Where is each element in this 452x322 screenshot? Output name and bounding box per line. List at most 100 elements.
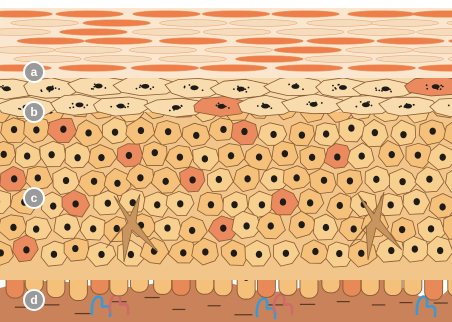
keratohyalin-granule bbox=[233, 88, 235, 90]
keratohyalin-granule bbox=[257, 105, 259, 107]
layer-label-text: c bbox=[31, 191, 38, 205]
cell-nucleus bbox=[98, 251, 104, 258]
corneum-scale bbox=[132, 29, 200, 36]
cell-nucleus bbox=[202, 248, 208, 255]
keratohyalin-granule bbox=[72, 103, 74, 105]
cell-nucleus bbox=[414, 198, 420, 205]
granular-nucleus bbox=[291, 84, 299, 89]
keratohyalin-granule bbox=[152, 86, 154, 88]
keratohyalin-granule bbox=[124, 106, 126, 108]
granular-nucleus bbox=[310, 102, 318, 107]
granular-nucleus bbox=[172, 105, 180, 110]
cell-nucleus bbox=[165, 128, 171, 135]
cell-nucleus bbox=[350, 225, 356, 232]
keratohyalin-granule bbox=[426, 84, 428, 86]
cell-nucleus bbox=[399, 226, 405, 233]
granular-cell-layer bbox=[0, 76, 452, 117]
cell-nucleus bbox=[33, 126, 39, 133]
granular-nucleus bbox=[432, 84, 440, 89]
corneum-scale bbox=[205, 47, 273, 54]
corneum-scale bbox=[0, 47, 55, 54]
keratohyalin-granule bbox=[332, 89, 334, 91]
keratohyalin-granule bbox=[334, 87, 336, 89]
cell-nucleus bbox=[299, 132, 305, 139]
keratohyalin-granule bbox=[55, 87, 57, 89]
cell-nucleus bbox=[348, 125, 354, 132]
keratohyalin-granule bbox=[104, 87, 106, 89]
keratohyalin-granule bbox=[332, 85, 334, 87]
keratohyalin-granule bbox=[371, 105, 373, 107]
cell-nucleus bbox=[256, 154, 262, 161]
layer-label-b: b bbox=[24, 102, 44, 122]
cell-nucleus bbox=[389, 151, 395, 158]
corneum-scale bbox=[376, 38, 444, 45]
cell-nucleus bbox=[220, 126, 226, 133]
cell-nucleus bbox=[208, 201, 214, 208]
corneum-scale bbox=[376, 56, 444, 63]
layer-label-d: d bbox=[24, 290, 44, 310]
cell-nucleus bbox=[358, 250, 364, 257]
cell-nucleus bbox=[220, 225, 226, 232]
cell-nucleus bbox=[50, 203, 56, 210]
cell-nucleus bbox=[177, 154, 183, 161]
corneum-scale bbox=[229, 20, 297, 27]
cell-nucleus bbox=[312, 248, 318, 255]
keratohyalin-granule bbox=[140, 84, 142, 86]
cell-nucleus bbox=[282, 150, 288, 157]
cell-nucleus bbox=[323, 224, 329, 231]
cell-nucleus bbox=[48, 151, 54, 158]
cell-nucleus bbox=[90, 225, 96, 232]
corneum-scale bbox=[0, 11, 53, 18]
granular-nucleus bbox=[190, 85, 198, 90]
cell-nucleus bbox=[334, 153, 340, 160]
corneum-scale bbox=[17, 38, 85, 45]
cell-nucleus bbox=[241, 128, 247, 135]
keratohyalin-granule bbox=[248, 87, 250, 89]
corneum-scale bbox=[58, 65, 126, 72]
corneum-scale bbox=[83, 20, 151, 27]
granular-nucleus bbox=[95, 84, 103, 89]
corneum-scale bbox=[348, 65, 416, 72]
corneum-scale bbox=[305, 56, 373, 63]
cell-nucleus bbox=[74, 154, 80, 161]
keratohyalin-granule bbox=[83, 107, 85, 109]
cell-nucleus bbox=[1, 151, 7, 158]
cell-nucleus bbox=[35, 174, 41, 181]
cell-nucleus bbox=[126, 152, 132, 159]
keratohyalin-granule bbox=[245, 91, 247, 93]
keratohyalin-granule bbox=[139, 86, 141, 88]
cell-nucleus bbox=[114, 180, 120, 187]
cell-nucleus bbox=[430, 128, 436, 135]
granular-nucleus bbox=[141, 84, 149, 89]
keratohyalin-granule bbox=[58, 88, 60, 90]
keratohyalin-granule bbox=[400, 105, 402, 107]
keratohyalin-granule bbox=[375, 87, 377, 89]
cell-nucleus bbox=[307, 199, 313, 206]
cell-nucleus bbox=[91, 178, 97, 185]
cell-nucleus bbox=[259, 201, 265, 208]
cell-nucleus bbox=[189, 176, 195, 183]
corneum-scale bbox=[84, 38, 152, 45]
cell-nucleus bbox=[24, 152, 30, 159]
corneum-scale bbox=[347, 11, 415, 18]
keratohyalin-granule bbox=[72, 106, 74, 108]
keratohyalin-granule bbox=[184, 85, 186, 87]
keratohyalin-granule bbox=[368, 101, 370, 103]
keratohyalin-granule bbox=[136, 88, 138, 90]
layer-label-c: c bbox=[24, 188, 44, 208]
layer-label-text: b bbox=[30, 105, 37, 119]
cell-nucleus bbox=[347, 177, 353, 184]
cell-nucleus bbox=[415, 152, 421, 159]
keratohyalin-granule bbox=[202, 89, 204, 91]
cell-nucleus bbox=[373, 176, 379, 183]
corneum-scale bbox=[347, 29, 415, 36]
cell-nucleus bbox=[11, 126, 17, 133]
cell-nucleus bbox=[271, 175, 277, 182]
keratohyalin-granule bbox=[302, 88, 304, 90]
keratohyalin-granule bbox=[2, 85, 4, 87]
corneum-layer bbox=[0, 8, 452, 78]
cell-nucleus bbox=[228, 152, 234, 159]
cell-nucleus bbox=[202, 155, 208, 162]
layer-label-a: a bbox=[24, 62, 44, 82]
keratohyalin-granule bbox=[321, 102, 323, 104]
